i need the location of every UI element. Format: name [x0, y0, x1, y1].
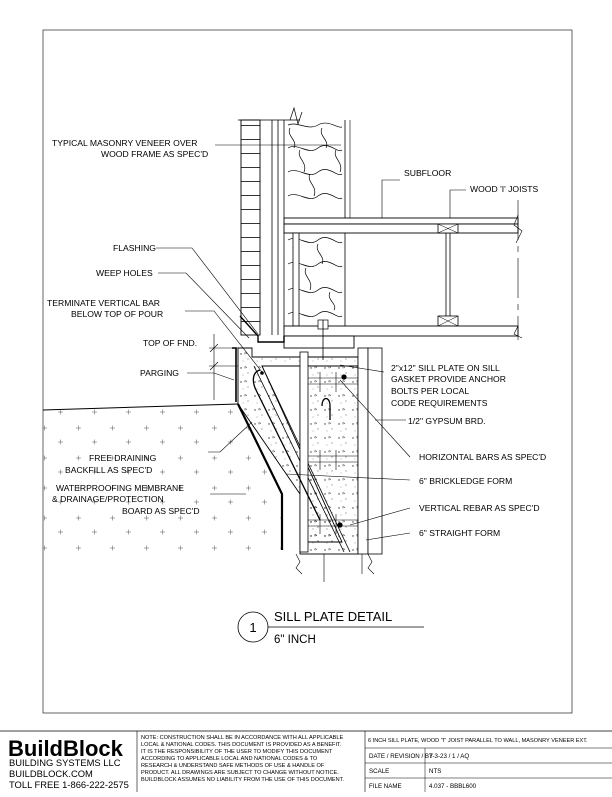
detail-subtitle-text: 6" INCH: [274, 634, 316, 646]
note-line-3: IT IS THE RESPONSIBILITY OF THE USER TO …: [141, 749, 333, 755]
leader-joists: [449, 189, 466, 218]
label-waterproofing-2: & DRAINAGE/PROTECTION: [52, 494, 164, 504]
top-of-fnd-dimension: [209, 334, 238, 400]
detail-number: 1: [249, 620, 256, 635]
label-terminate-vertical-bar-1: TERMINATE VERTICAL BAR: [47, 298, 160, 308]
label-horizontal-bars: HORIZONTAL BARS AS SPEC'D: [419, 452, 546, 462]
note-line-1: NOTE: CONSTRUCTION SHALL BE IN ACCORDANC…: [141, 735, 344, 741]
row-key-date: DATE / REVISION / BY: [369, 753, 433, 760]
logo: BuildBlock: [8, 736, 124, 761]
label-waterproofing-3: BOARD AS SPEC'D: [122, 506, 200, 516]
note-line-6: PRODUCT. ALL DRAWINGS ARE SUBJECT TO CHA…: [141, 770, 339, 776]
label-free-draining-1: FREE DRAINING: [89, 453, 157, 463]
label-subfloor: SUBFLOOR: [404, 168, 451, 178]
grade-line: [42, 403, 239, 411]
waterproofing-membrane: [237, 403, 284, 550]
inner-form-panel: [299, 351, 309, 553]
sheet-border: [42, 29, 573, 714]
row-value-file: 4.037 - BBBL600: [429, 783, 477, 790]
leader-lines: [156, 144, 411, 541]
rebar-hook: [321, 397, 331, 420]
label-terminate-vertical-bar-2: BELOW TOP OF POUR: [71, 309, 163, 319]
label-straight-form: 6" STRAIGHT FORM: [419, 528, 500, 538]
break-line-bottom: [295, 553, 375, 575]
label-top-of-fnd: TOP OF FND.: [143, 338, 197, 348]
straight-form-panel: [357, 347, 369, 555]
wood-frame: [271, 120, 351, 335]
row-value-date: 7-3-23 / 1 / AQ: [429, 753, 469, 760]
label-sill-plate-1: 2"x12" SILL PLATE ON SILL: [391, 363, 500, 373]
gypsum-board: [367, 347, 383, 555]
backfill-soil: [43, 404, 282, 560]
parging: [232, 347, 237, 402]
row-value-scale: NTS: [429, 768, 441, 775]
note-line-7: BUILDBLOCK ASSUMES NO LIABILITY FROM THE…: [141, 777, 344, 783]
subfloor-and-joists: [283, 200, 523, 340]
break-line-wall: [238, 106, 303, 126]
note-line-5: RESEARCH & UNDERSTAND SAFE METHODS OF US…: [141, 763, 325, 769]
rebar-dots: [260, 371, 347, 528]
row-key-scale: SCALE: [369, 768, 389, 775]
label-waterproofing-1: WATERPROOFING MEMBRANE: [56, 483, 184, 493]
ledge-rebar: [252, 369, 321, 521]
label-flashing: FLASHING: [113, 243, 156, 253]
label-sill-plate-4: CODE REQUIREMENTS: [391, 398, 488, 408]
company-name: BUILDING SYSTEMS LLC: [9, 757, 121, 768]
label-parging: PARGING: [140, 368, 179, 378]
flashing: [239, 315, 285, 343]
company-website: BUILDBLOCK.COM: [9, 768, 93, 779]
label-free-draining-2: BACKFILL AS SPEC'D: [65, 465, 152, 475]
label-wood-i-joists: WOOD 'I' JOISTS: [470, 184, 538, 194]
masonry-veneer: [240, 119, 261, 336]
row-key-file: FILE NAME: [369, 783, 402, 790]
note-line-2: LOCAL & NATIONAL CODES. THIS DOCUMENT IS…: [141, 742, 342, 748]
label-gypsum: 1/2" GYPSUM BRD.: [408, 416, 486, 426]
label-sill-plate-2: GASKET PROVIDE ANCHOR: [391, 374, 506, 384]
title-block: BuildBlock BUILDING SYSTEMS LLC BUILDBLO…: [0, 730, 612, 792]
label-masonry-veneer-2: WOOD FRAME AS SPEC'D: [101, 149, 208, 159]
label-brickledge-form: 6" BRICKLEDGE FORM: [419, 476, 512, 486]
drawing-title: 6 INCH SILL PLATE, WOOD "I" JOIST PARALL…: [368, 738, 588, 744]
label-vertical-rebar: VERTICAL REBAR AS SPEC'D: [419, 503, 540, 513]
callout-labels: TYPICAL MASONRY VENEER OVER WOOD FRAME A…: [47, 138, 546, 538]
label-sill-plate-3: BOLTS PER LOCAL: [391, 386, 469, 396]
note-line-4: ACCORDING TO APPLICABLE LOCAL AND NATION…: [141, 756, 318, 762]
label-weep-holes: WEEP HOLES: [96, 268, 153, 278]
company-phone: TOLL FREE 1-866-222-2575: [9, 779, 129, 790]
leader-subfloor: [381, 179, 400, 218]
label-masonry-veneer-1: TYPICAL MASONRY VENEER OVER: [52, 138, 198, 148]
form-ties: [308, 372, 358, 534]
detail-title: 1 SILL PLATE DETAIL 6" INCH: [237, 609, 424, 646]
detail-title-text: SILL PLATE DETAIL: [274, 609, 392, 624]
